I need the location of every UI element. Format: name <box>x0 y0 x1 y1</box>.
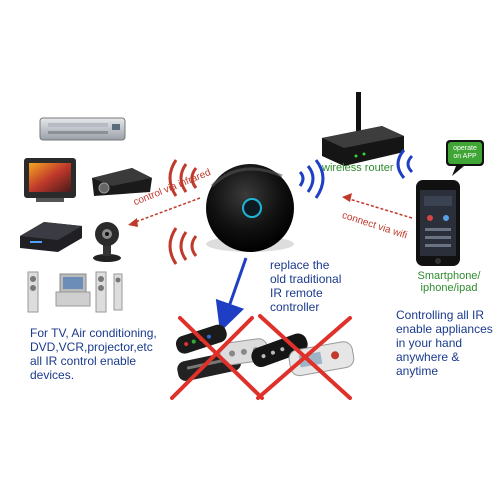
ir-signal-upper-icon <box>168 159 198 197</box>
ir-signal-lower-icon <box>168 227 198 265</box>
wifi-arrow <box>342 193 413 219</box>
smartphone-icon <box>416 180 460 266</box>
replace-remote-text: replace the old traditional IR remote co… <box>270 258 342 314</box>
dvd-player-icon <box>20 222 82 252</box>
air-conditioner-icon <box>39 117 126 141</box>
remote-controls-icon <box>175 324 355 382</box>
wireless-router-icon <box>322 92 404 166</box>
ip-camera-icon <box>93 222 121 262</box>
infrared-arrow <box>128 197 201 227</box>
controlling-text: Controlling all IR enable appliances in … <box>396 308 493 378</box>
smart-hub-icon <box>206 164 294 252</box>
cross-out-icon <box>170 314 352 400</box>
home-theater-icon <box>27 271 123 313</box>
tv-icon <box>24 158 76 202</box>
projector-icon <box>92 168 152 196</box>
replace-arrow <box>215 257 248 333</box>
smartphone-label: Smartphone/ iphone/ipad <box>417 270 481 294</box>
wifi-signal-hub-icon <box>298 159 325 199</box>
app-bubble-text: operate on APP <box>453 145 477 160</box>
wireless-router-label: wireless router <box>322 162 394 174</box>
devices-text: For TV, Air conditioning, DVD,VCR,projec… <box>30 326 157 382</box>
app-bubble-icon <box>446 140 484 176</box>
wifi-signal-phone-icon <box>396 149 414 179</box>
